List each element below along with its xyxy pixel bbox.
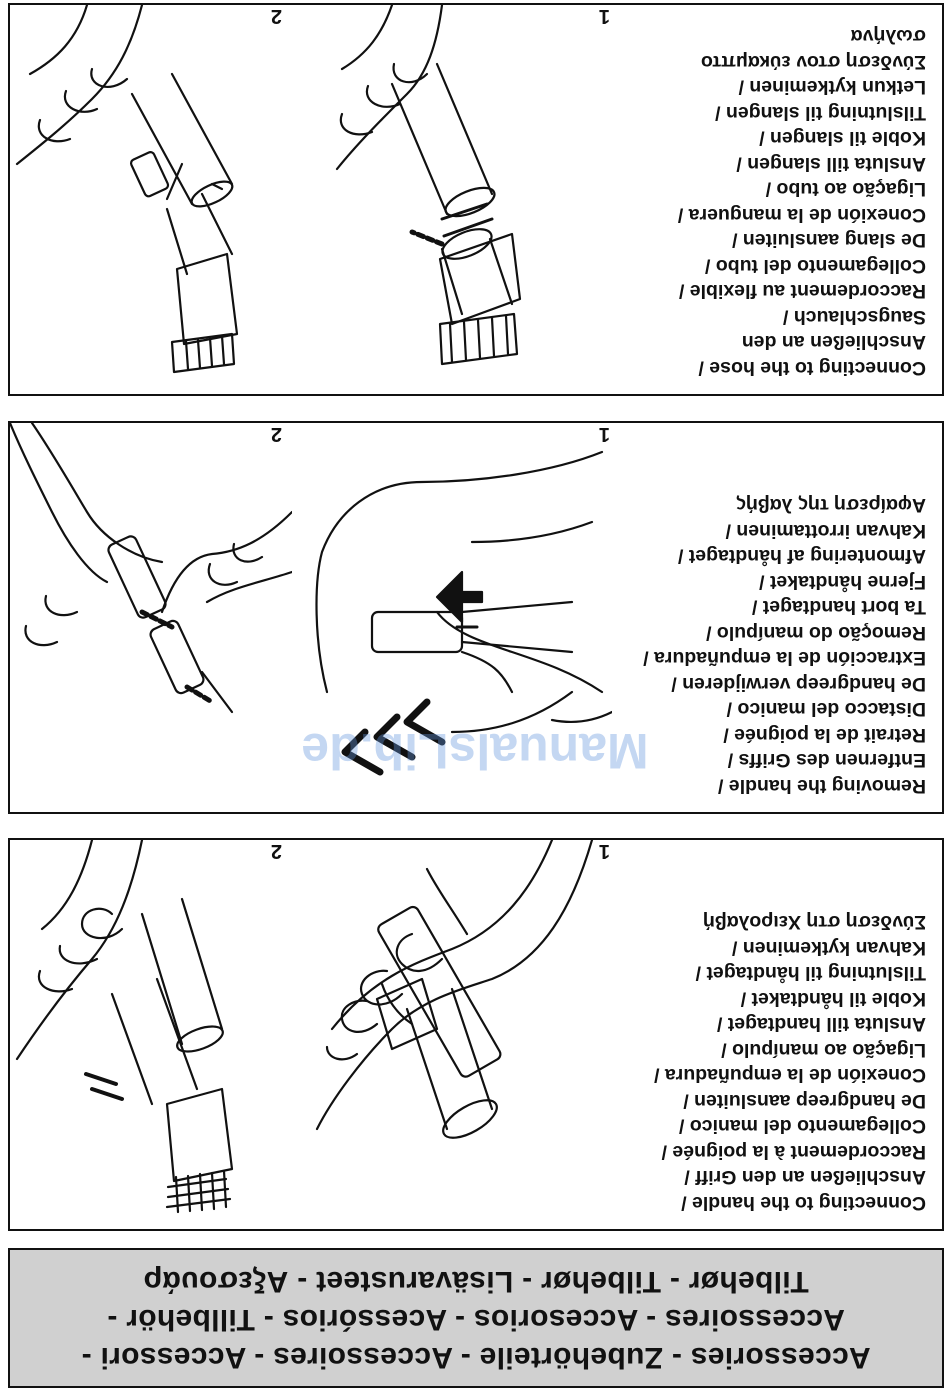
instruction-line: Conexión de la manguera /	[677, 204, 926, 226]
illustration-step-1	[312, 5, 612, 394]
step-number-1: 1	[598, 840, 610, 862]
instruction-text: Connecting to the handle / Anschließen a…	[606, 909, 926, 1215]
step-number-2: 2	[270, 840, 282, 862]
instruction-line: De handgreep aansluiten /	[683, 1090, 926, 1112]
instruction-line: De handgreep verwijderen /	[671, 673, 926, 695]
instruction-line: Tilslutning til håndtaget /	[695, 962, 926, 985]
instruction-line: Koble til håndtaket /	[740, 988, 926, 1010]
instruction-line: Raccordement au flexible /	[678, 280, 926, 303]
instruction-line: Connecting to the handle /	[681, 1192, 926, 1214]
instruction-line: Tilslutning til slangen /	[715, 102, 926, 124]
instruction-line: σωλήνα	[850, 25, 926, 48]
instruction-line: Retrait de la poignée /	[723, 724, 926, 746]
instruction-line: Σύνδεση στη Χειρολαβή	[702, 911, 926, 934]
instruction-line: Koble til slangen /	[759, 127, 926, 150]
instruction-text: Removing the handle / Entfernen des Grif…	[606, 492, 926, 798]
instruction-line: Ligação ao manípulo /	[721, 1039, 926, 1061]
instruction-line: Entfernen des Griffs /	[727, 749, 926, 772]
section-connect-handle: Connecting to the handle / Anschließen a…	[8, 838, 944, 1231]
section-connect-hose: Connecting to the hose / Anschließen an …	[8, 3, 944, 396]
instruction-line: Collegamento del tubo /	[704, 255, 926, 277]
illustration-step-2	[10, 5, 292, 394]
illustration-step-1	[312, 840, 612, 1229]
instruction-line: Anschließen an den Griff /	[684, 1166, 926, 1189]
step-number-1: 1	[598, 5, 610, 27]
instruction-line: Raccordement à la poignée /	[661, 1141, 926, 1163]
illustration-step-2	[10, 840, 292, 1229]
instruction-text: Connecting to the hose / Anschließen an …	[606, 23, 926, 380]
instruction-line: Σύνδεση στον εύκαμπτο	[700, 51, 926, 73]
step-number-1: 1	[598, 423, 610, 445]
instruction-line: Letkun kytkeminen /	[738, 76, 926, 99]
instruction-line: Distacco del manico /	[726, 698, 926, 721]
instruction-line: Conexión de la empuñadura /	[654, 1064, 926, 1087]
instruction-line: Ansluta till handtaget /	[716, 1013, 926, 1036]
instruction-line: Ligação ao tubo /	[765, 178, 926, 201]
instruction-line: Kahvan kytkeminen /	[732, 937, 926, 959]
section-remove-handle: Removing the handle / Entfernen des Grif…	[8, 421, 944, 814]
instruction-line: Remoção do manípulo /	[706, 622, 926, 644]
instruction-line: Fjerne håndtaket /	[759, 571, 926, 593]
header-line-1: Accessories - Zubehörteile - Accessoires…	[81, 1341, 871, 1374]
accessories-title: Accessories - Zubehörteile - Accessoires…	[10, 1262, 942, 1376]
instruction-line: Removing the handle /	[717, 775, 926, 797]
instruction-line: Connecting to the hose /	[698, 357, 927, 379]
instruction-line: Saugschlauch /	[782, 306, 926, 328]
instruction-line: Ansluta till slangen /	[736, 153, 926, 175]
instruction-line: Anschließen an den	[741, 331, 926, 354]
instruction-line: Afmontering af håndtaget /	[677, 545, 926, 568]
instruction-line: Collegamento del manico /	[678, 1115, 926, 1138]
instruction-line: De slang aansluiten /	[732, 229, 926, 252]
illustration-step-2	[10, 423, 292, 812]
instruction-line: Αφαίρεση της λαβής	[735, 494, 926, 517]
step-number-2: 2	[270, 423, 282, 445]
header-line-2: Accessoires - Accesorios - Acessórios - …	[107, 1303, 845, 1336]
instruction-line: Extracción de la empuñadura /	[643, 647, 926, 670]
accessories-header-panel: Accessories - Zubehörteile - Accessoires…	[8, 1248, 944, 1388]
step-number-2: 2	[270, 5, 282, 27]
instruction-line: Kahvan irrottaminen /	[725, 520, 926, 542]
header-line-3: Tilbehør - Tilbehør - Lisävarusteet - Αξ…	[143, 1265, 809, 1298]
instruction-line: Ta bort handtaget /	[751, 596, 926, 619]
illustration-step-1	[312, 423, 612, 812]
